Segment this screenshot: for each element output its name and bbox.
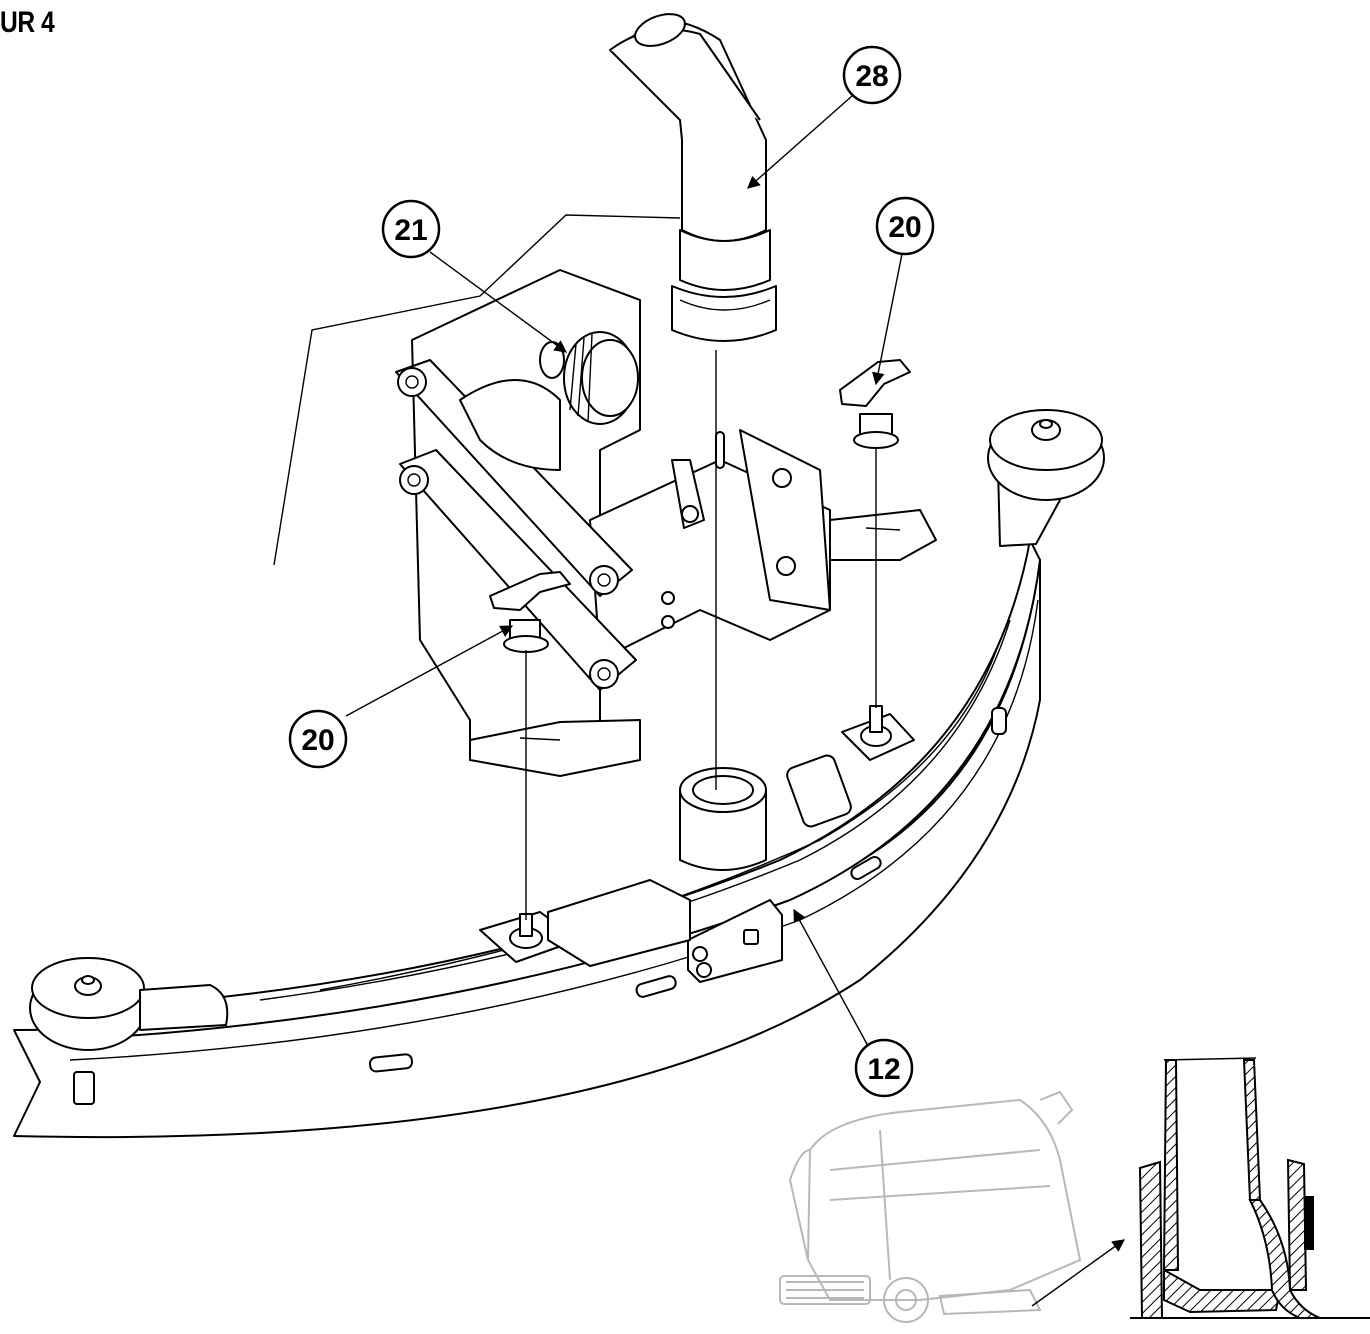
callout-label: 28 [855,60,888,93]
machine-silhouette [779,1090,1082,1323]
t-handle-left [489,571,571,653]
figure-title: UR 4 [0,6,55,39]
left-wheel [29,957,229,1051]
adjustment-knob [539,331,639,425]
callout-20-left: 20 [288,709,348,769]
callout-12: 12 [854,1038,914,1098]
callout-label: 20 [301,724,334,757]
callout-20-right: 20 [875,196,935,256]
t-handle-right [839,359,911,449]
callout-28: 28 [842,45,902,105]
knob-socket-right [841,705,915,761]
suction-hose [609,13,777,342]
callout-label: 12 [867,1053,900,1086]
section-detail [1130,1057,1370,1319]
hose-socket [679,767,767,871]
mounting-bracket [395,269,937,777]
callout-label: 21 [394,214,427,247]
right-wheel [987,409,1105,547]
callout-21: 21 [381,199,441,259]
callout-label: 20 [888,211,921,244]
